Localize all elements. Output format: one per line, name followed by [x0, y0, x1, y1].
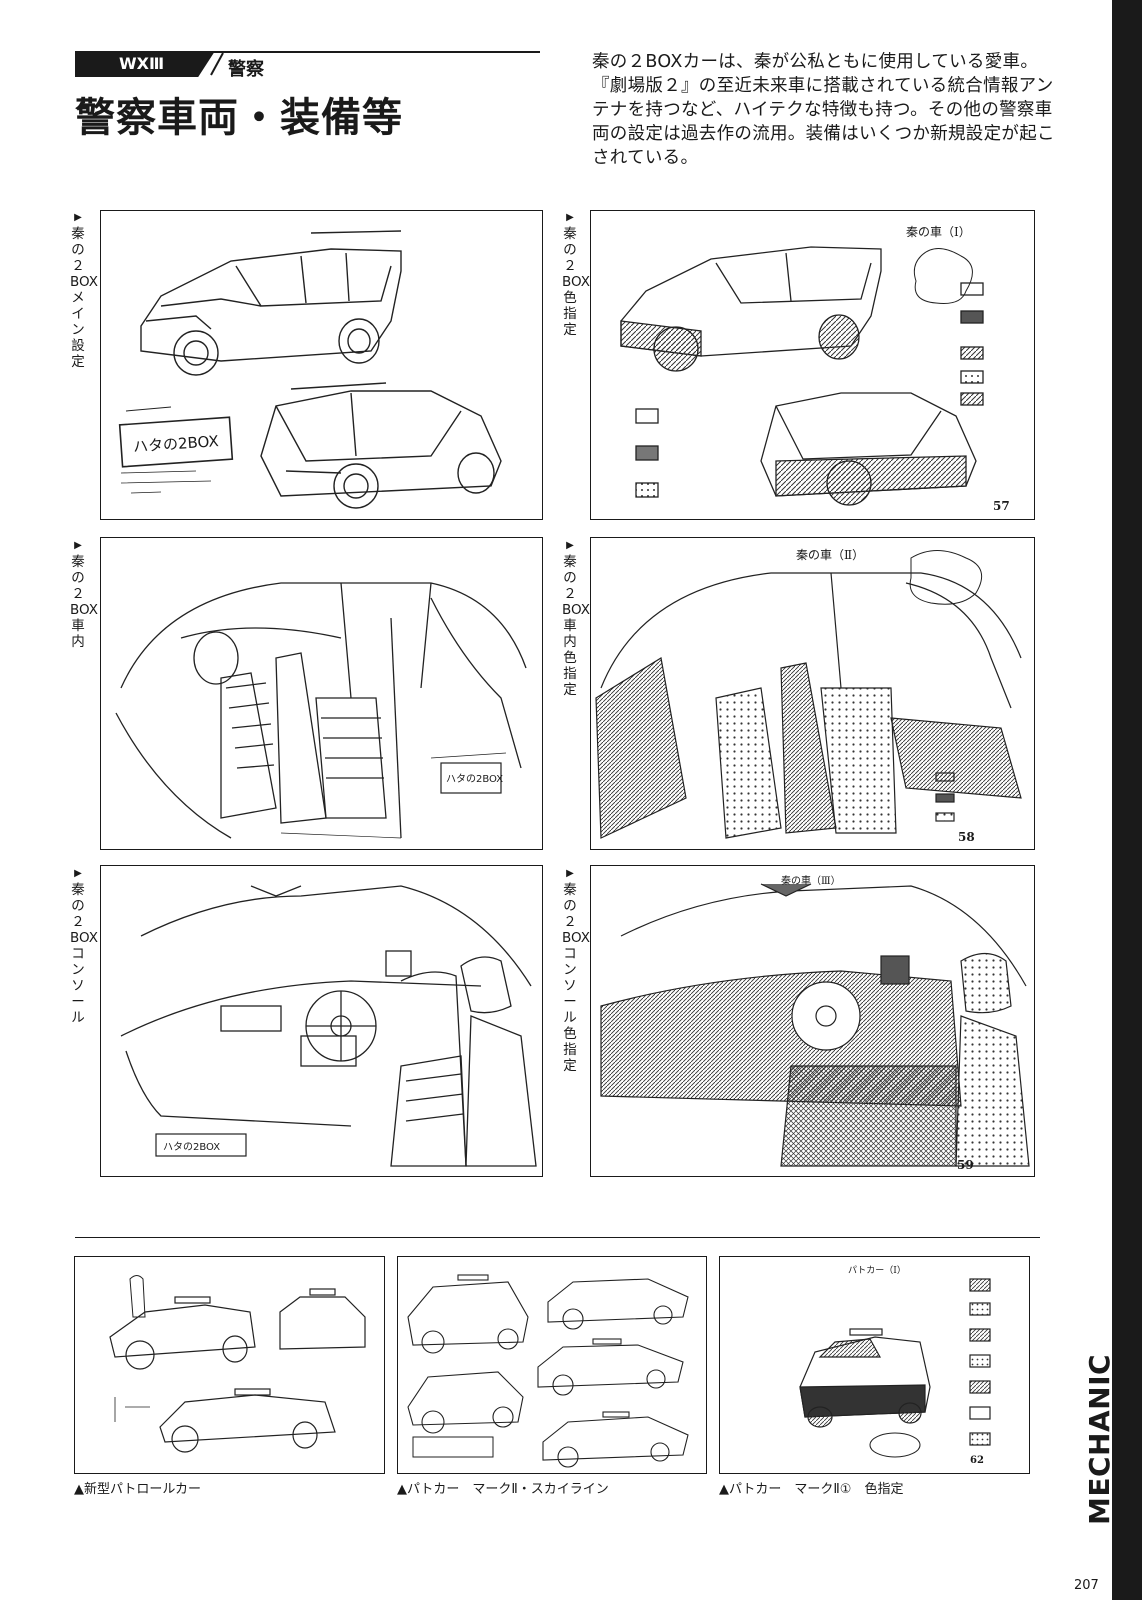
caption-new-patrol-car: ▲新型パトロールカー: [74, 1482, 201, 1497]
side-tab-bar: [1112, 0, 1142, 1600]
sheet-title: 秦の車（Ⅰ）: [906, 225, 971, 239]
panel-main-color: 秦の車（Ⅰ） 57: [590, 210, 1035, 520]
panel-main-design: ハタの2BOX: [100, 210, 543, 520]
panel-interior: ハタの2BOX: [100, 537, 543, 850]
panel-patrol-mark2-color: パトカー（Ⅰ） 62: [719, 1256, 1030, 1474]
panel-label-main: ▶秦の２BOX メイン設定: [70, 212, 112, 370]
sheet-title: 秦の車（Ⅱ）: [796, 548, 865, 562]
car-exterior-color-drawing: [620, 246, 984, 506]
panel-label-main-color: ▶秦の２BOX 色指定: [562, 212, 604, 338]
panel-console: ハタの2BOX: [100, 865, 543, 1177]
panel-label-console: ▶秦の２BOX コンソール: [70, 868, 112, 1026]
panel-console-color: 秦の車（Ⅲ） 59: [590, 865, 1035, 1177]
panel-label-interior-color: ▶秦の２BOX 車内 色指定: [562, 540, 604, 698]
section-divider: [75, 1237, 1040, 1238]
panel-interior-color: 秦の車（Ⅱ） 58: [590, 537, 1035, 850]
caption-patrol-mark2-color: ▲パトカー マークⅡ① 色指定: [719, 1482, 904, 1497]
caption-patrol-mark2-skyline: ▲パトカー マークⅡ・スカイライン: [397, 1482, 609, 1497]
series-tag: WXⅢ: [75, 51, 215, 77]
sheet-title: 秦の車（Ⅲ）: [781, 876, 841, 887]
car-console-color-drawing: [600, 883, 1030, 1167]
header-slash: [210, 52, 224, 76]
sheet-number: 62: [970, 1455, 984, 1466]
sheet-name: ハタの2BOX: [163, 1142, 221, 1153]
car-exterior-drawing: [118, 230, 502, 509]
side-tab-label: MECHANIC: [1083, 1353, 1116, 1525]
page-title: 警察車両・装備等: [75, 95, 403, 141]
intro-text: 秦の２BOXカーは、秦が公私ともに使用している愛車。『劇場版２』の至近未来車に搭…: [592, 52, 1055, 168]
page-number: 207: [1074, 1578, 1099, 1593]
panel-new-patrol-car: [74, 1256, 385, 1474]
sheet-number: 57: [993, 499, 1010, 513]
car-interior-color-drawing: [595, 550, 1022, 839]
panel-label-console-color: ▶秦の２BOX コンソール 色指定: [562, 868, 604, 1074]
sheet-number: 59: [957, 1158, 974, 1172]
header-category: 警察: [228, 59, 264, 80]
patrol-car-color-drawing: [799, 1278, 991, 1458]
sheet-title: パトカー（Ⅰ）: [848, 1266, 906, 1276]
patrol-cars-drawing: [407, 1274, 689, 1468]
panel-label-interior: ▶秦の２BOX 車内: [70, 540, 112, 650]
header-rule: [75, 51, 540, 53]
patrol-car-drawing: [109, 1275, 366, 1453]
sheet-number: 58: [958, 830, 975, 844]
car-console-drawing: [120, 885, 537, 1167]
sheet-name: ハタの2BOX: [446, 774, 504, 785]
panel-patrol-mark2-skyline: [397, 1256, 707, 1474]
car-interior-drawing: [115, 582, 527, 839]
